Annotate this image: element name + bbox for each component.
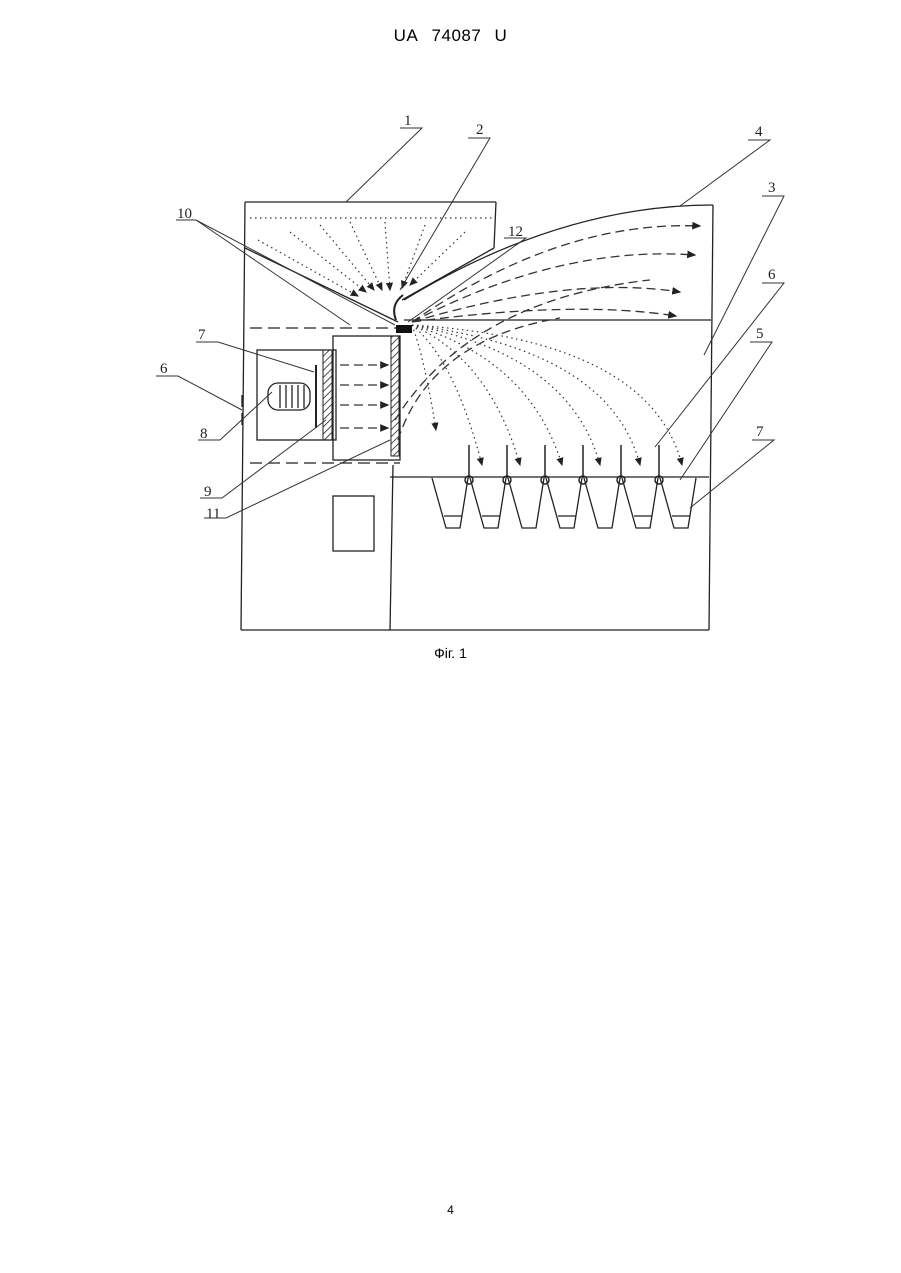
fan-chamber-dashed <box>242 328 400 463</box>
hopper-lower-left <box>245 248 398 322</box>
collector-funnel <box>432 478 468 528</box>
collector-funnel <box>470 478 506 528</box>
label-3: 3 <box>768 180 776 196</box>
label-10: 10 <box>177 206 192 222</box>
label-4: 4 <box>755 124 763 140</box>
housing-right-wall <box>709 205 713 630</box>
collector-funnel <box>546 478 582 528</box>
label-11: 11 <box>206 506 220 522</box>
leader-lines <box>156 128 784 518</box>
channel-cover-4 <box>404 205 713 300</box>
collector-row <box>432 478 696 528</box>
collector-funnel <box>660 478 696 528</box>
collector-funnel <box>622 478 658 528</box>
deflector-2 <box>394 295 403 320</box>
collector-funnel <box>508 478 544 528</box>
inspection-window <box>333 496 374 551</box>
air-duct-box <box>333 336 400 460</box>
label-2: 2 <box>476 122 484 138</box>
grain-trajectories <box>412 325 682 465</box>
label-9: 9 <box>204 484 212 500</box>
figure-caption: Фіг. 1 <box>0 645 901 661</box>
label-7-right: 7 <box>756 424 764 440</box>
label-6-right: 6 <box>768 267 776 283</box>
screen-9 <box>323 350 332 440</box>
label-8: 8 <box>200 426 208 442</box>
feeder-nozzle-12 <box>396 325 412 333</box>
label-6-left: 6 <box>160 361 168 377</box>
divider-flaps <box>465 445 663 484</box>
label-7-left: 7 <box>198 327 206 343</box>
label-1: 1 <box>404 113 412 129</box>
screen-11 <box>391 336 399 456</box>
page-number: 4 <box>0 1203 901 1217</box>
label-12: 12 <box>508 224 523 240</box>
collector-funnel <box>584 478 620 528</box>
label-5: 5 <box>756 326 764 342</box>
hopper-right-wall <box>494 202 496 248</box>
hopper-flow-arrows <box>250 218 492 296</box>
internal-partition <box>390 465 393 630</box>
